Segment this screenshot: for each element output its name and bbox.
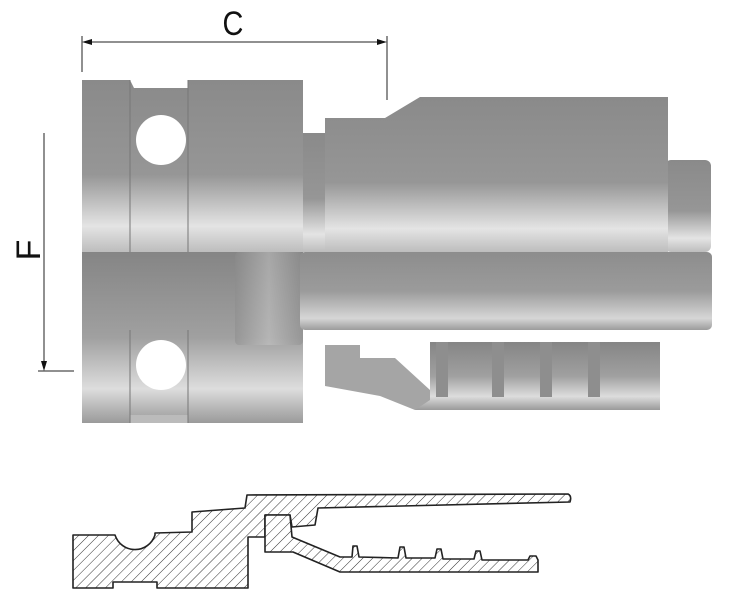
dimension-f: F [10,133,74,372]
arrow-down-icon [41,361,47,371]
arrow-left-icon [82,39,92,45]
ball-hole-lower [136,340,186,390]
neck [303,133,325,252]
tooth-2 [492,342,504,397]
nut-section-1 [82,80,130,252]
ferrule-lower [415,342,660,410]
stem [300,252,712,330]
dimension-label-c: C [222,4,243,43]
fitting-external-view [82,80,712,423]
section-ferrule-lip [264,514,539,573]
nut-section-2 [188,80,303,252]
tooth-1 [436,342,448,397]
stem-tail [665,160,711,252]
ferrule-cut-collar [325,345,430,410]
tooth-3 [540,342,552,397]
nut-groove [130,80,188,252]
ferrule [325,97,668,252]
dimension-label-f: F [10,240,48,261]
dimension-c: C [81,4,388,100]
arrow-right-icon [377,39,387,45]
ball-hole-upper [136,115,186,165]
fitting-cross-section [72,493,572,589]
nut-lower [82,252,235,423]
tooth-4 [588,342,600,397]
section-body [72,493,572,589]
